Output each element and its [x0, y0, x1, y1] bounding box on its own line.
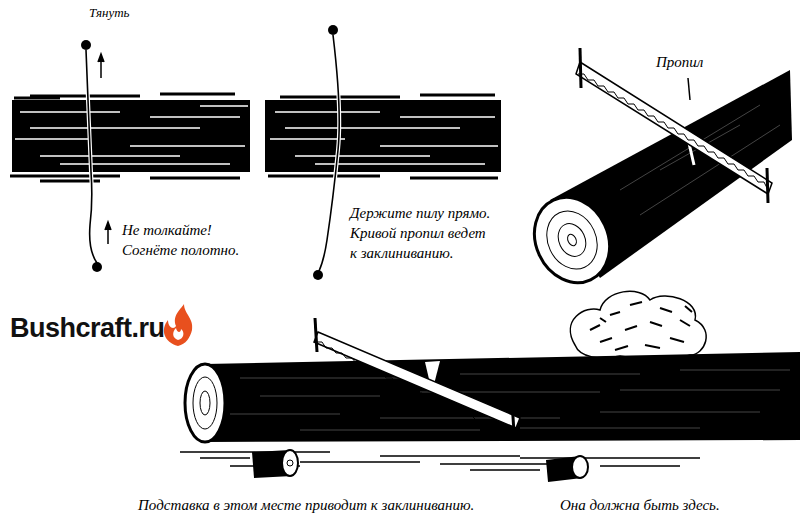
instruction-note: Держите пилу прямо. Кривой пропил ведет …: [350, 203, 490, 263]
wire-saw: [313, 25, 339, 280]
part-label: Пропил: [656, 52, 703, 72]
tree: [570, 291, 706, 360]
caption-note: Подставка в этом месте приводит к заклин…: [138, 495, 474, 515]
log-section: [265, 95, 501, 178]
flame-icon: [164, 304, 192, 346]
bow-saw: [314, 318, 520, 432]
wire-saw: [81, 40, 111, 272]
warning-note: Не толкайте! Согнёте полотно.: [122, 220, 239, 260]
caption-note: Она должна быть здесь.: [560, 495, 720, 515]
log-with-saw: [521, 48, 792, 295]
watermark: Bushcraft.ru: [10, 312, 165, 344]
action-label: Тянуть: [89, 3, 130, 23]
long-log: [185, 352, 800, 442]
right-support: [546, 456, 588, 482]
wrong-support: [252, 450, 298, 478]
log-section: [10, 94, 250, 181]
